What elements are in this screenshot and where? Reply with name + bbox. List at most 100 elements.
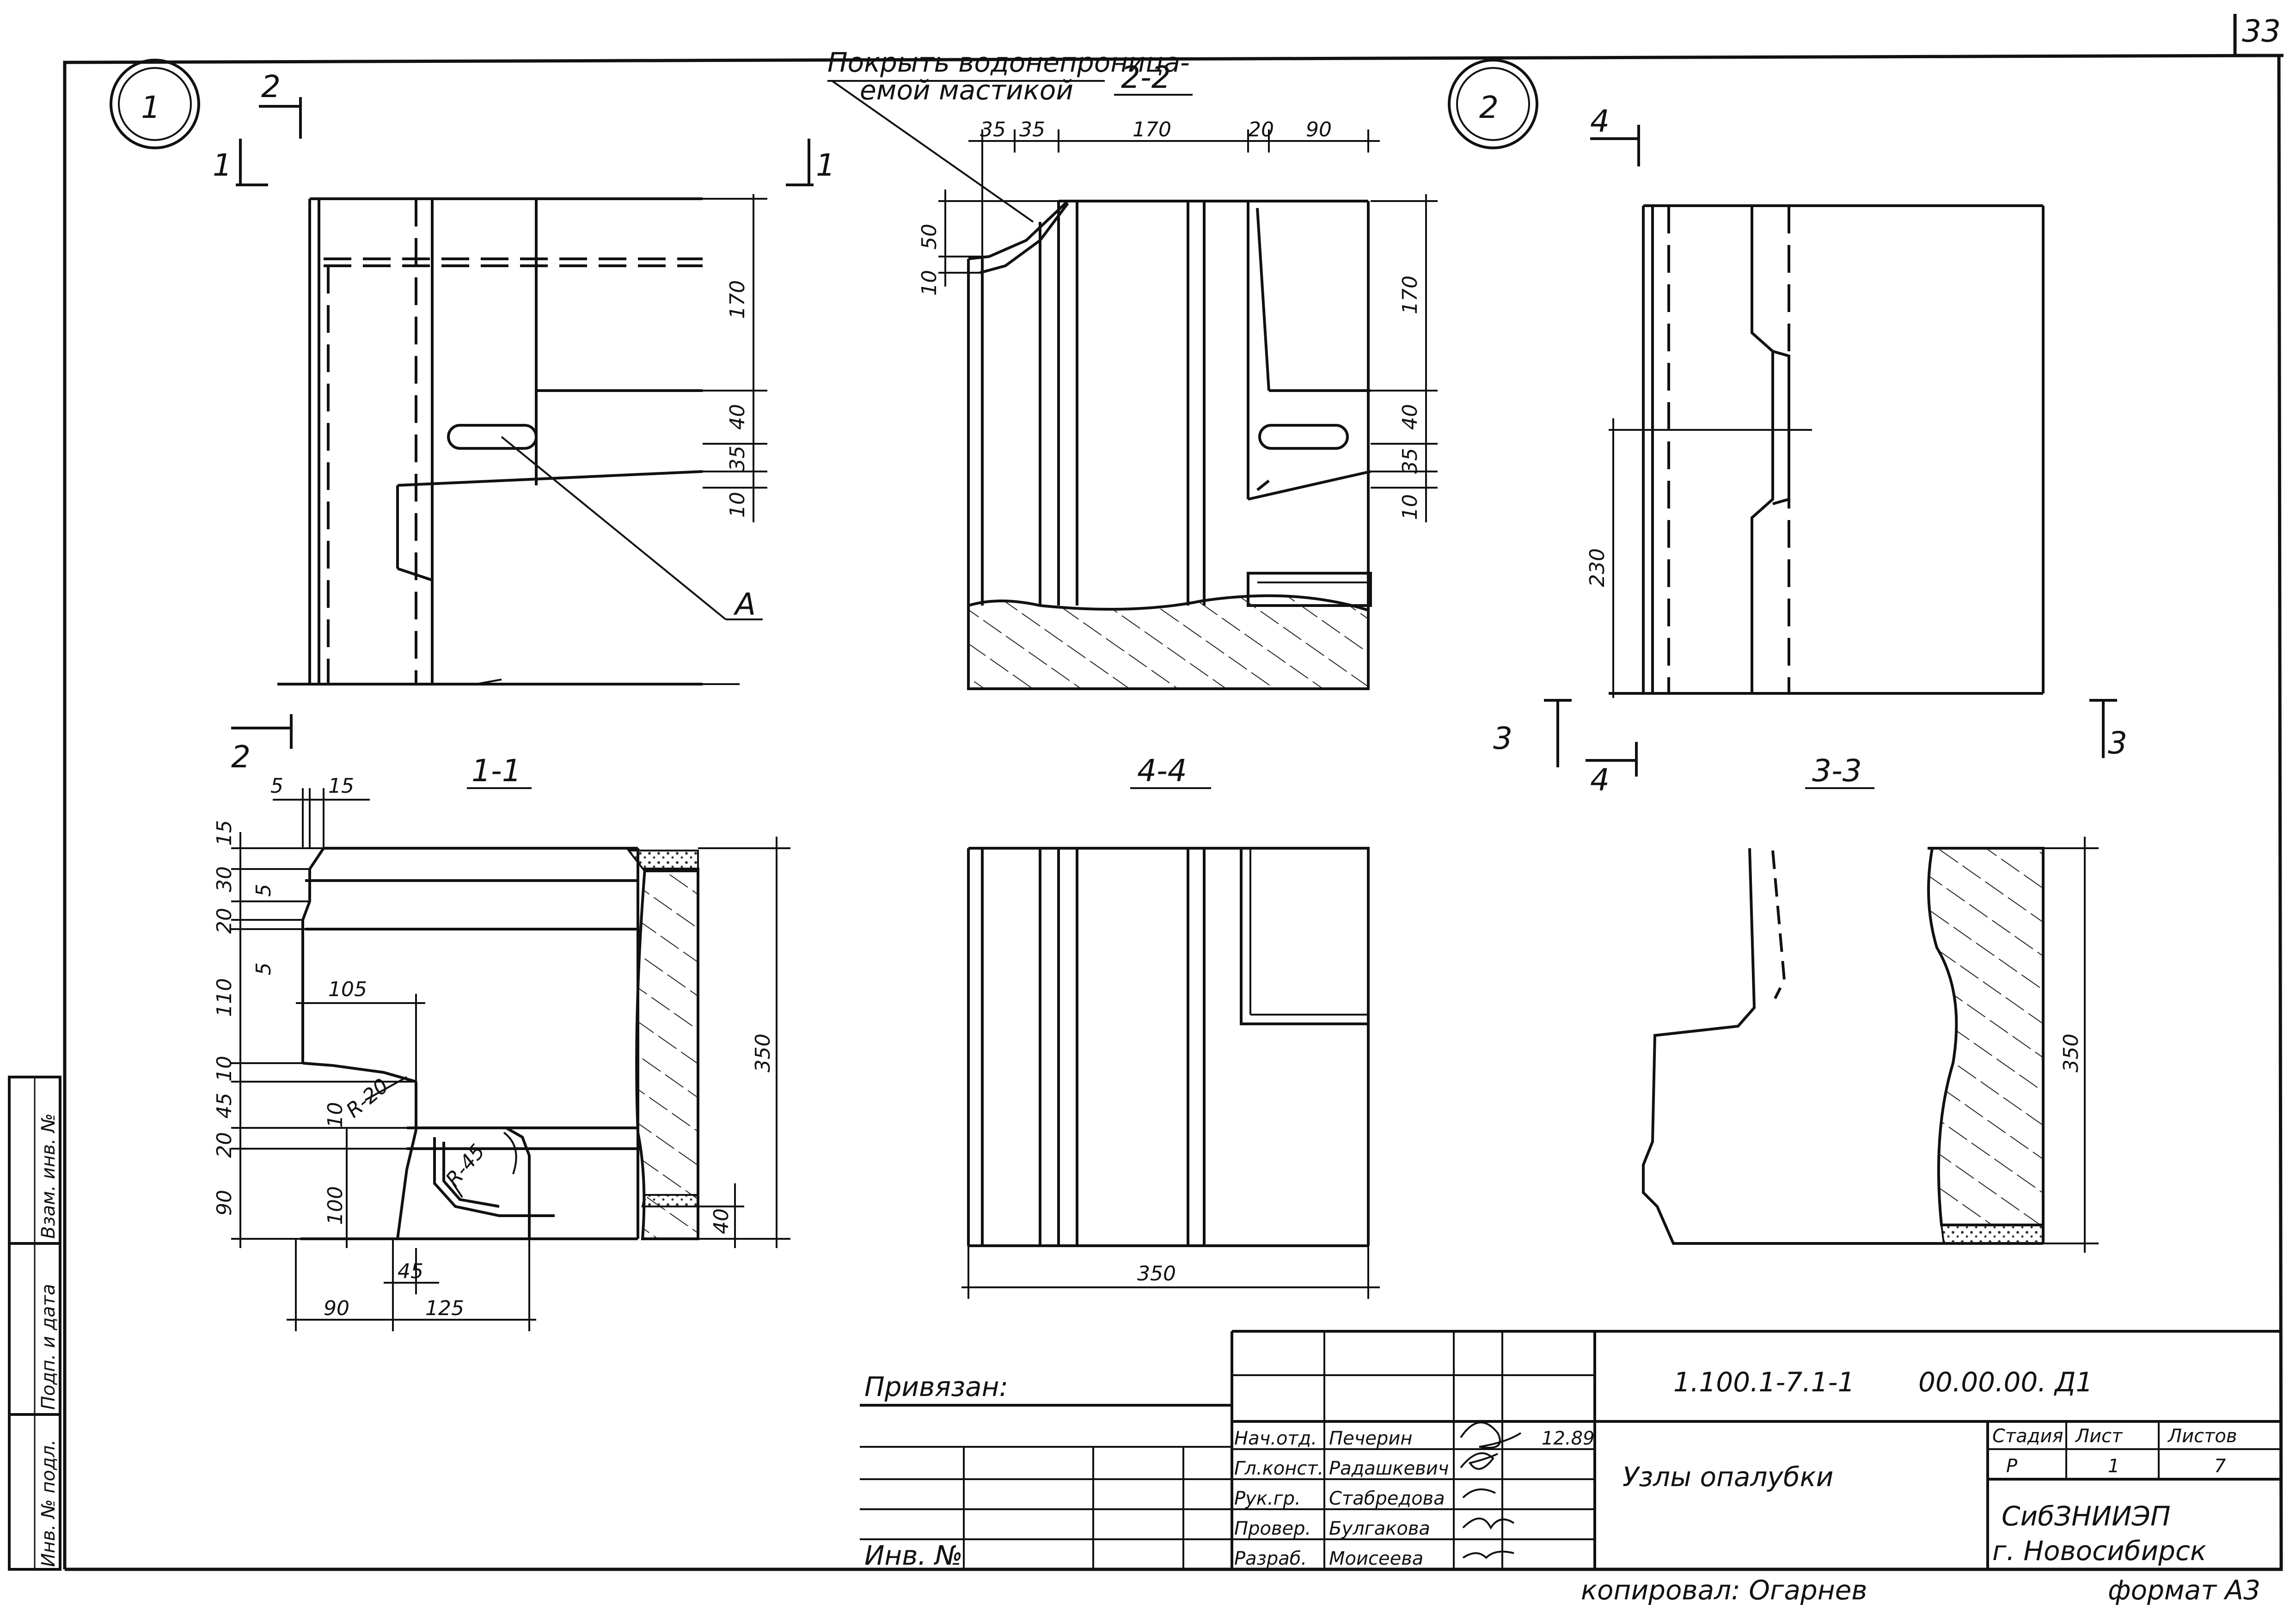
note-leader [831,80,1034,223]
view-2-2 [967,200,1372,690]
section-1-1 [300,847,639,1240]
note-line-1: Покрыть водонепроница- [827,47,1190,78]
section-mark-3-right [2089,699,2117,758]
tb-role-1: Гл.конст. [1234,1458,1323,1479]
dimchain-2-2-right [1371,194,1438,522]
section-1-1-dots [626,850,699,872]
dim-s11-v30: 30 [213,866,236,892]
section-mark-1-right-label: 1 [816,147,835,183]
section-1-1-arc [503,1132,517,1175]
dim-s11-350: 350 [751,1034,775,1072]
tb-drawing-title: Узлы опалубки [1623,1461,1833,1493]
signatures [1460,1421,1522,1559]
dim-v1-40: 40 [726,404,749,430]
section-title-3-3: 3-3 [1812,753,1862,789]
note-line-2: емой мастикой [860,74,1073,106]
dimchain-1-1-bottom [287,1239,536,1331]
view-2-2-hatch [967,594,1370,690]
dim-s11-v110: 110 [213,978,236,1017]
tb-stage-hdr: Стадия [1992,1426,2063,1447]
sheet-number: 33 [2242,13,2281,49]
dim-s11-105: 105 [328,978,367,1001]
dim-s11-45: 45 [398,1260,423,1283]
strip-podp: Подп. и дата [38,1284,59,1410]
tb-name-3: Булгакова [1329,1518,1430,1539]
section-mark-3-right-label: 3 [2108,725,2127,761]
dimchain-2-2-left [938,190,1061,287]
view-node2-elevation [1609,204,2045,695]
dim-s11-40: 40 [710,1208,733,1234]
dim-top-170: 170 [1133,118,1171,141]
tb-role-3: Провер. [1234,1518,1311,1539]
tb-privyazan: Привязан: [864,1371,1008,1402]
section-3-3-dots [1940,1224,2044,1244]
dim-s11-v20: 20 [213,908,236,934]
dim-230: 230 [1586,548,1609,587]
sheet-frame [63,14,2284,1571]
dim-v2-10b: 10 [918,270,941,296]
section-mark-4-top [1590,125,1640,166]
section-mark-2-mid [231,714,293,749]
dimchain-1-1-inner [296,994,463,1248]
section-mark-1-left [236,139,268,186]
dim-s11-v15: 15 [213,820,236,846]
section-mark-1-right [786,139,814,186]
tb-role-2: Рук.гр. [1234,1488,1301,1509]
tb-role-4: Разраб. [1234,1548,1307,1569]
dim-v2-10: 10 [1398,494,1422,520]
section-title-2-2: 2-2 [1121,60,1171,95]
svg-text:2: 2 [1479,90,1499,125]
section-mark-1-left-label: 1 [213,147,232,183]
tb-sheet-hdr: Лист [2075,1426,2123,1447]
dim-s11-15: 15 [328,774,354,798]
dimchain-node1 [703,194,767,685]
dim-s11-v5: 5 [252,884,276,897]
copied-by: копировал: Огарнев [1581,1574,1867,1606]
label-a: А [733,587,756,622]
dim-s33-350: 350 [2059,1034,2083,1072]
dimchain-1-1-right [698,837,790,1248]
section-mark-3-left-label: 3 [1493,721,1512,756]
tb-doc-code: 1.100.1-7.1-1 [1673,1366,1855,1398]
tb-name-2: Стабредова [1329,1488,1445,1509]
dim-s11-5: 5 [270,774,283,798]
dimchain-1-1-left [231,832,416,1248]
tb-sheet: 1 [2108,1456,2119,1477]
dim-s11-100: 100 [324,1186,347,1225]
tb-name-0: Печерин [1329,1428,1412,1449]
tb-sheets-hdr: Листов [2167,1426,2237,1447]
view-node1-elevation [277,197,763,686]
dim-s11-90: 90 [324,1297,349,1320]
dim-v2-40: 40 [1398,404,1422,430]
section-mark-4-mid-label: 4 [1590,762,1610,798]
section-title-1-1: 1-1 [471,753,521,789]
dim-top-35b: 35 [1019,118,1045,141]
left-strip [8,1076,61,1571]
tb-date: 12.89 [1542,1428,1595,1449]
dim-s44-350: 350 [1137,1262,1176,1286]
dim-s11-v10: 10 [213,1056,236,1082]
tb-name-4: Моисеева [1329,1548,1423,1569]
tb-org1: СибЗНИИЭП [2002,1500,2171,1532]
dimchain-2-2-top [968,129,1380,259]
dim-s11-v90: 90 [213,1190,236,1216]
tb-role-0: Нач.отд. [1234,1428,1317,1449]
tb-sheets: 7 [2214,1456,2226,1477]
section-mark-2-top-label: 2 [261,69,281,104]
title-block-grid [860,1330,2281,1569]
dim-s11-v20b: 20 [213,1132,236,1158]
callout-node-2: 2 [1448,59,1538,149]
tb-name-1: Радашкевич [1329,1458,1449,1479]
strip-inv: Инв. № подл. [38,1439,59,1567]
tb-stage: Р [2006,1456,2018,1477]
section-title-4-4: 4-4 [1137,753,1187,789]
section-3-3-hatch [1927,847,2045,1226]
callout-node-1: 1 [110,59,200,149]
dim-top-20: 20 [1248,118,1274,141]
section-mark-4-top-label: 4 [1590,104,1610,139]
dim-v1-170: 170 [726,280,749,319]
section-1-1-hatch [635,868,699,1240]
dimchain-1-1-top [273,788,370,848]
dim-top-90: 90 [1306,118,1332,141]
